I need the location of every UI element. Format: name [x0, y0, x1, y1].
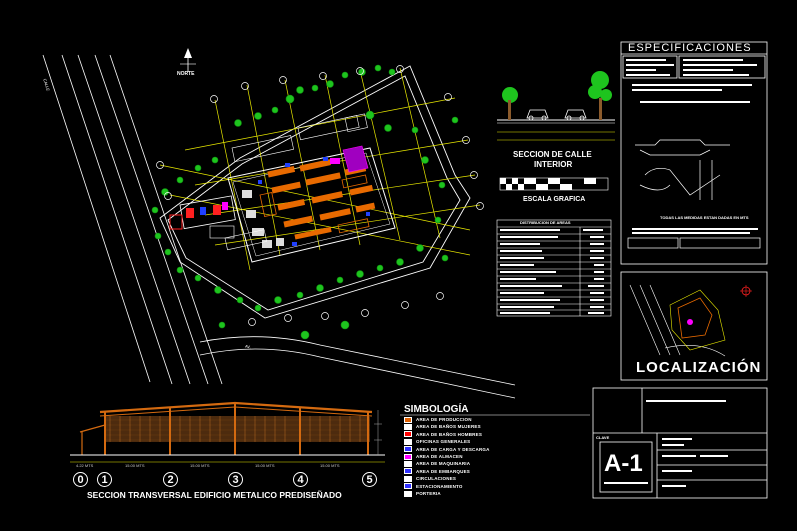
symbology-label: AREA DE MAQUINARIA — [416, 461, 471, 467]
symbology-item: AREA DE BAÑOS MUJERES — [404, 423, 481, 430]
title-block-text — [604, 400, 728, 487]
section-axis-3: 3 — [228, 472, 243, 487]
symbology-label: ESTACIONAMIENTO — [416, 483, 463, 489]
section-dim-4: 15.00 MTS — [320, 463, 340, 468]
symbology-swatch — [404, 483, 412, 490]
plan-axis-bubbles — [156, 65, 484, 326]
symbology-label: AREA DE BAÑOS MUJERES — [416, 424, 481, 430]
section-dim-3: 15.00 MTS — [255, 463, 275, 468]
specs-panel-frame — [620, 41, 768, 265]
symbology-item: OFICINAS GENERALES — [404, 438, 470, 445]
section-dim-1: 15.00 MTS — [125, 463, 145, 468]
symbology-swatch — [404, 416, 412, 423]
symbology-label: AREA DE BAÑOS HOMBRES — [416, 431, 483, 437]
symbology-item: ESTACIONAMIENTO — [404, 483, 463, 490]
specs-text-lines — [626, 59, 758, 234]
location-map — [629, 284, 752, 357]
location-panel-frame — [620, 271, 768, 381]
symbology-item: AREA DE CARGA Y DESCARGA — [404, 446, 490, 453]
title-block-frame — [592, 387, 768, 499]
symbology-swatch — [404, 460, 412, 467]
section-dim-0: 4.22 MTS — [76, 463, 94, 468]
symbology-item: AREA DE BAÑOS HOMBRES — [404, 431, 482, 438]
street-section-title-1: SECCION DE CALLE — [513, 150, 592, 159]
north-label: NORTE — [177, 71, 195, 77]
symbology-swatch — [404, 490, 412, 497]
area-table-text — [500, 229, 604, 314]
symbology-swatch — [404, 431, 412, 438]
symbology-swatch — [404, 423, 412, 430]
symbology-label: AREA DE PRODUCCION — [416, 417, 472, 422]
symbology-label: PORTERIA — [416, 491, 441, 496]
symbology-label: AREA DE CARGA Y DESCARGA — [416, 446, 490, 452]
parking-top — [224, 113, 368, 251]
specs-notes-heading: TODAS LAS MEDIDAS ESTAN DADAS EN MTS — [660, 215, 749, 220]
symbology-label: AREA DE EMBARQUES — [416, 468, 470, 474]
bottom-road — [199, 336, 516, 399]
section-axis-0: 0 — [73, 472, 88, 487]
location-title: LOCALIZACIÓN — [636, 359, 762, 376]
section-dim-2: 15.00 MTS — [190, 463, 210, 468]
left-road — [42, 54, 223, 385]
graphic-scale-bar — [499, 177, 609, 191]
graphic-scale-label: ESCALA GRAFICA — [523, 196, 586, 203]
section-axis-2: 2 — [163, 472, 178, 487]
symbology-item: AREA DE EMBARQUES — [404, 468, 470, 475]
area-table-grid — [496, 219, 612, 317]
section-title: SECCION TRANSVERSAL EDIFICIO METALICO PR… — [87, 490, 342, 500]
symbology-swatch — [404, 446, 412, 453]
section-axis-4: 4 — [293, 472, 308, 487]
symbology-label: AREA DE ALMACEN — [416, 454, 463, 459]
trees — [151, 64, 459, 340]
symbology-title: SIMBOLOGÍA — [404, 404, 469, 415]
symbology-label: CIRCULACIONES — [416, 476, 457, 482]
symbology-item: AREA DE ALMACEN — [404, 453, 463, 460]
north-arrow — [180, 48, 196, 72]
building-plan — [227, 145, 396, 263]
symbology-swatch — [404, 475, 412, 482]
section-axis-5: 5 — [362, 472, 377, 487]
street-section-title-2: INTERIOR — [534, 160, 573, 169]
symbology-swatch — [404, 468, 412, 475]
symbology-item: PORTERIA — [404, 490, 441, 497]
symbology-item: AREA DE PRODUCCION — [404, 416, 472, 423]
symbology-swatch — [404, 453, 412, 460]
section-axis-1: 1 — [97, 472, 112, 487]
area-table-title: DISTRIBUCION DE AREAS — [520, 220, 571, 225]
symbology-label: OFICINAS GENERALES — [416, 439, 471, 445]
specs-title: ESPECIFICACIONES — [628, 42, 752, 54]
sheet-number: A-1 — [604, 450, 643, 477]
symbology-swatch — [404, 438, 412, 445]
sheet-label: CLAVE — [596, 435, 610, 440]
bottom-road-label: AV. — [244, 343, 252, 350]
building-section-drawing — [70, 401, 385, 463]
symbology-item: CIRCULACIONES — [404, 475, 456, 482]
specs-detail-drawings — [627, 139, 761, 249]
street-section-drawing — [497, 71, 615, 141]
office-wing — [169, 195, 236, 239]
symbology-item: AREA DE MAQUINARIA — [404, 460, 470, 467]
